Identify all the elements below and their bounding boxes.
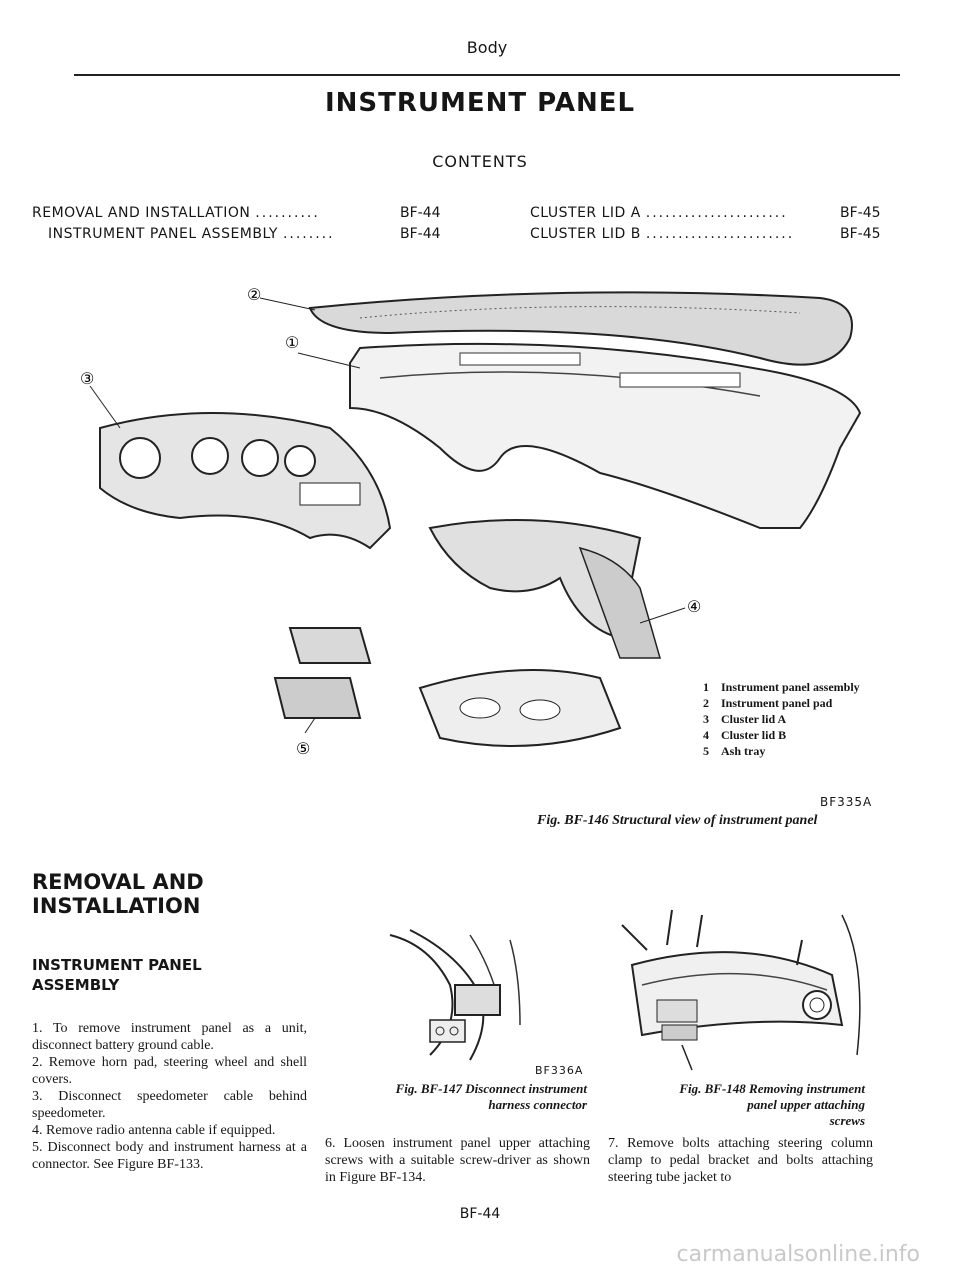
figure-code: BF336A [535, 1064, 584, 1077]
contents-title: CONTENTS [432, 152, 528, 171]
legend-num: 2 [703, 696, 709, 710]
legend-label: Instrument panel pad [721, 696, 833, 710]
figure-caption: Fig. BF-146 Structural view of instrumen… [537, 813, 818, 828]
legend-label: Cluster lid A [721, 712, 787, 726]
toc-entry-cluster-lid-a[interactable]: CLUSTER LID A ...................... [530, 205, 788, 221]
callout-3: ③ [80, 369, 94, 388]
step-1: 1. To remove instrument panel as a unit,… [32, 1021, 307, 1053]
legend-num: 3 [703, 712, 709, 726]
legend-label: Instrument panel assembly [721, 680, 860, 694]
toc-page: BF-44 [400, 226, 441, 242]
toc-dots: ....................... [645, 226, 795, 242]
step-2: 2. Remove horn pad, steering wheel and s… [32, 1055, 307, 1087]
toc-dots: ...................... [645, 205, 788, 221]
section-heading: REMOVAL AND INSTALLATION [32, 870, 262, 918]
legend-num: 5 [703, 744, 709, 758]
caption-line: panel upper attaching [747, 1097, 865, 1112]
procedure-steps: 1. To remove instrument panel as a unit,… [32, 1020, 307, 1173]
legend-label: Ash tray [721, 744, 766, 758]
caption-line: screws [829, 1113, 865, 1128]
legend-item: 2 Instrument panel pad [703, 696, 832, 711]
caption-line: Fig. BF-148 Removing instrument [679, 1081, 865, 1096]
legend-item: 5 Ash tray [703, 744, 765, 759]
step-6: 6. Loosen instrument panel upper attachi… [325, 1136, 590, 1185]
toc-entry-cluster-lid-b[interactable]: CLUSTER LID B ....................... [530, 226, 794, 242]
toc-label: CLUSTER LID A [530, 205, 641, 221]
subsection-heading: INSTRUMENT PANEL ASSEMBLY [32, 955, 262, 995]
page-title: INSTRUMENT PANEL [324, 88, 636, 118]
callout-5: ⑤ [296, 739, 310, 758]
toc-page: BF-44 [400, 205, 441, 221]
watermark: carmanualsonline.info [676, 1242, 920, 1267]
toc-entry-instrument-panel-assembly[interactable]: INSTRUMENT PANEL ASSEMBLY ........ [48, 226, 335, 242]
legend-num: 1 [703, 680, 709, 694]
legend-num: 4 [703, 728, 709, 742]
legend-label: Cluster lid B [721, 728, 787, 742]
section-heading-line: INSTALLATION [32, 894, 201, 918]
figure-caption: Fig. BF-148 Removing instrument panel up… [625, 1081, 865, 1129]
callout-4: ④ [687, 597, 701, 616]
panel-screws-illustration [621, 909, 861, 1071]
caption-line: harness connector [488, 1097, 587, 1112]
toc-entry-removal[interactable]: REMOVAL AND INSTALLATION .......... [32, 205, 320, 221]
legend-item: 4 Cluster lid B [703, 728, 786, 743]
page-number: BF-44 [459, 1206, 501, 1222]
callout-1: ① [285, 333, 299, 352]
step-4: 4. Remove radio antenna cable if equippe… [32, 1123, 276, 1138]
harness-connector-illustration [389, 929, 521, 1061]
step-5: 5. Disconnect body and instrument harnes… [32, 1140, 307, 1172]
caption-line: Fig. BF-147 Disconnect instrument [395, 1081, 587, 1096]
figure-code: BF335A [820, 795, 873, 809]
toc-page: BF-45 [840, 226, 881, 242]
toc-dots: .......... [255, 205, 320, 221]
toc-label: REMOVAL AND INSTALLATION [32, 205, 251, 221]
toc-dots: ........ [282, 226, 335, 242]
legend-item: 3 Cluster lid A [703, 712, 786, 727]
running-header: Body [466, 38, 508, 57]
instrument-panel-exploded-view: ② ① ③ ④ ⑤ [80, 285, 862, 758]
step-7: 7. Remove bolts attaching steering colum… [608, 1136, 873, 1185]
subsection-heading-line: ASSEMBLY [32, 976, 120, 994]
figure-caption: Fig. BF-147 Disconnect instrument harnes… [375, 1081, 587, 1113]
legend-item: 1 Instrument panel assembly [703, 680, 860, 695]
header-rule [74, 74, 900, 76]
subsection-heading-line: INSTRUMENT PANEL [32, 956, 202, 974]
toc-page: BF-45 [840, 205, 881, 221]
callout-2: ② [247, 285, 261, 304]
toc-label: INSTRUMENT PANEL ASSEMBLY [48, 226, 278, 242]
step-3: 3. Disconnect speedometer cable behind s… [32, 1089, 307, 1121]
toc-label: CLUSTER LID B [530, 226, 641, 242]
section-heading-line: REMOVAL AND [32, 870, 204, 894]
